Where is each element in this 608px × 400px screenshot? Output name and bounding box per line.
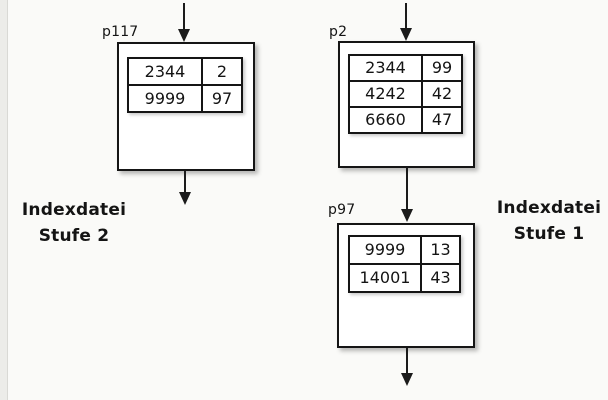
node-table-p2: 2344 99 4242 42 6660 47 [348,54,463,134]
arrow-shaft [406,167,408,210]
table-row: 4242 42 [348,80,463,108]
caption-line: Stufe 2 [38,226,110,246]
pointer-cell: 97 [201,84,243,113]
pointer-cell: 99 [421,54,463,82]
node-label-p117: p117 [102,24,139,40]
table-row: 9999 97 [127,84,243,113]
caption-line: Indexdatei [21,200,127,220]
caption-line: Indexdatei [496,198,602,218]
pointer-cell: 42 [421,80,463,108]
arrow-head-down-icon [178,29,190,42]
arrow-shaft [405,3,407,28]
pointer-cell: 47 [421,106,463,134]
caption-line: Stufe 1 [513,224,585,244]
arrow-into-p117 [178,3,190,42]
caption-indexdatei-stufe-1: Indexdatei Stufe 1 [493,195,605,247]
key-cell: 2344 [348,54,423,82]
key-cell: 2344 [127,57,203,86]
node-label-p97: p97 [328,202,356,218]
arrow-p2-to-p97 [401,167,413,222]
arrow-head-down-icon [401,209,413,222]
arrow-into-p2 [400,3,412,41]
arrow-shaft [184,171,186,193]
key-cell: 14001 [348,263,422,293]
node-table-p97: 9999 13 14001 43 [348,235,461,293]
table-row: 2344 99 [348,54,463,82]
pointer-cell: 43 [420,263,461,293]
table-row: 2344 2 [127,57,243,86]
key-cell: 4242 [348,80,423,108]
arrow-head-down-icon [179,192,191,205]
arrow-out-of-p97 [401,348,413,386]
key-cell: 9999 [348,235,422,265]
pointer-cell: 2 [201,57,243,86]
page-left-margin [0,0,8,400]
arrow-shaft [183,3,185,29]
pointer-cell: 13 [420,235,461,265]
table-row: 9999 13 [348,235,461,265]
key-cell: 6660 [348,106,423,134]
node-label-p2: p2 [329,24,348,40]
table-row: 14001 43 [348,263,461,293]
arrow-head-down-icon [400,28,412,41]
arrow-head-down-icon [401,373,413,386]
arrow-shaft [406,348,408,373]
arrow-out-of-p117 [179,171,191,205]
node-table-p117: 2344 2 9999 97 [127,57,243,113]
key-cell: 9999 [127,84,203,113]
table-row: 6660 47 [348,106,463,134]
caption-indexdatei-stufe-2: Indexdatei Stufe 2 [16,197,132,249]
